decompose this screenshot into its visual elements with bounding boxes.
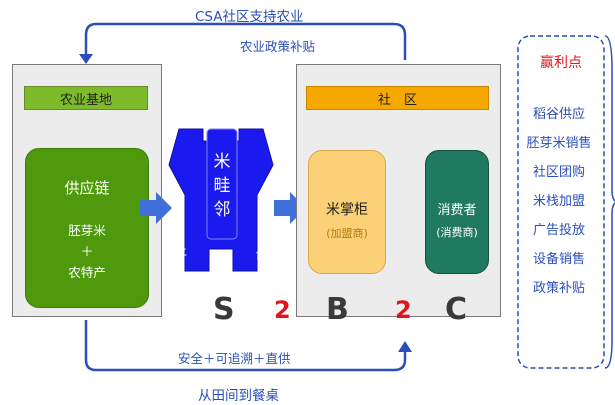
supply-chain-plus: ＋ (80, 245, 94, 260)
model-two: 2 (395, 296, 412, 324)
profit-item: 政策补贴 (532, 281, 585, 296)
profit-item: 胚芽米销售 (526, 136, 592, 151)
platform-left-char: 平 (174, 248, 188, 263)
model-two: 2 (274, 296, 291, 324)
profit-item: 稻谷供应 (532, 107, 585, 122)
platform-char: 畦 (213, 176, 231, 196)
model-letter-s: S (213, 292, 235, 327)
supply-chain-specialty: 农特产 (68, 265, 106, 280)
profit-item: 广告投放 (532, 223, 585, 238)
consumer-title: 消费者 (437, 203, 477, 218)
supply-chain-rice: 胚芽米 (68, 223, 106, 238)
profit-border (517, 35, 615, 369)
features-label: 安全＋可追溯＋直供 (178, 351, 291, 366)
arrow-right-icon (140, 192, 172, 224)
consumer-card: 消费者 (消费商) (425, 150, 489, 274)
profit-item: 米栈加盟 (532, 194, 585, 209)
community-label: 社 区 (306, 86, 489, 110)
platform-right-char: 台 (255, 248, 269, 263)
platform-shape (168, 128, 274, 272)
profit-item: 社区团购 (532, 165, 585, 180)
model-letter-b: B (326, 292, 349, 327)
policy-subsidy-label: 农业政策补贴 (240, 39, 316, 54)
store-subtitle: (加盟商) (326, 227, 368, 240)
platform-char: 米 (213, 152, 231, 172)
consumer-subtitle: (消费商) (436, 226, 478, 239)
platform-name: 米 畦 邻 (207, 150, 237, 222)
supply-chain-card: 供应链 胚芽米 ＋ 农特产 (25, 148, 149, 308)
supply-chain-title: 供应链 (64, 179, 110, 197)
profit-list: 稻谷供应 胚芽米销售 社区团购 米栈加盟 广告投放 设备销售 政策补贴 (512, 100, 606, 303)
farm-label: 农业基地 (24, 86, 148, 110)
csa-title: CSA社区支持农业 (195, 9, 304, 25)
profit-item: 设备销售 (532, 252, 585, 267)
store-card: 米掌柜 (加盟商) (308, 150, 386, 274)
platform-char: 邻 (213, 200, 231, 220)
model-letter-c: C (445, 292, 468, 327)
profit-title: 赢利点 (540, 55, 582, 71)
store-title: 米掌柜 (326, 202, 368, 218)
slogan-label: 从田间到餐桌 (198, 388, 279, 404)
